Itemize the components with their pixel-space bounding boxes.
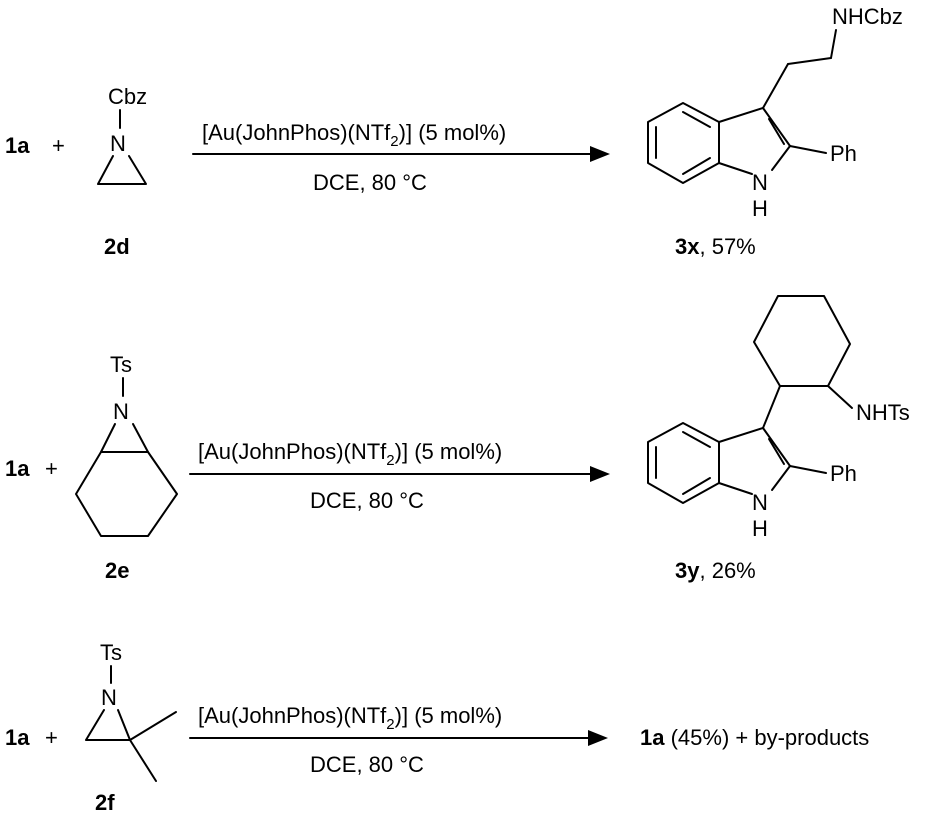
catalyst-text: [Au(JohnPhos)(NTf2)] (5 mol%)	[198, 439, 502, 469]
aziridine-n: N	[101, 685, 117, 710]
aziridine-2d: Cbz N	[97, 84, 147, 185]
reaction-3: 1a + Ts N 2f [Au(JohnPhos)(NTf2)] (5 mol…	[5, 640, 869, 815]
indole-h: H	[752, 516, 768, 541]
ring-bond	[762, 427, 791, 467]
double-bond	[768, 118, 785, 145]
aromatic-bond	[682, 431, 711, 448]
solvent-text: DCE, 80 °C	[310, 752, 424, 777]
ring-bond	[718, 482, 753, 495]
indole-n: N	[752, 490, 768, 515]
aziridine-bond	[132, 423, 149, 453]
arrow-head	[590, 146, 610, 162]
cyclohexane-ring	[75, 451, 178, 537]
indole-h: H	[752, 196, 768, 221]
label-2e: 2e	[105, 558, 129, 583]
aziridine-2f: Ts N	[85, 640, 177, 782]
arrow-head	[588, 730, 608, 746]
aromatic-bond	[682, 477, 711, 495]
aziridine-bond	[100, 423, 116, 453]
aziridine-n: N	[113, 399, 129, 424]
indole-product-3x: NHCbz Ph N H	[647, 4, 903, 221]
ring-bond	[771, 145, 791, 171]
solvent-text: DCE, 80 °C	[310, 488, 424, 513]
arrow-head	[590, 466, 610, 482]
aziridine-ring	[97, 155, 147, 185]
phenyl-bond	[789, 465, 827, 474]
ring-bond	[762, 107, 791, 147]
label-3y-yield: 3y, 26%	[675, 558, 756, 583]
chain-bond	[830, 29, 837, 59]
aromatic-bond	[682, 157, 711, 175]
recovered-outcome: 1a (45%) + by-products	[640, 725, 869, 750]
ts-substituent: Ts	[110, 352, 132, 377]
ring-bond	[718, 427, 764, 443]
label-2d: 2d	[104, 234, 130, 259]
ring-bond	[718, 107, 764, 123]
ring-bond	[718, 162, 753, 175]
benzene-ring	[647, 102, 720, 184]
label-2f: 2f	[95, 790, 115, 815]
aziridine-ring	[85, 709, 131, 741]
plus-sign: +	[45, 725, 58, 750]
nhts-bond	[827, 385, 853, 409]
label-3x-yield: 3x, 57%	[675, 234, 756, 259]
cyclohexane-ring	[753, 295, 851, 387]
aziridine-n: N	[110, 131, 126, 156]
ts-substituent: Ts	[100, 640, 122, 665]
solvent-text: DCE, 80 °C	[313, 170, 427, 195]
double-bond	[768, 438, 785, 465]
chain-bond	[787, 57, 832, 65]
aromatic-bond	[682, 111, 711, 128]
catalyst-text: [Au(JohnPhos)(NTf2)] (5 mol%)	[198, 703, 502, 733]
reactant-1a: 1a	[5, 725, 30, 750]
chain-bond	[762, 63, 789, 109]
reactant-1a: 1a	[5, 456, 30, 481]
phenyl-group: Ph	[830, 141, 857, 166]
nhts-group: NHTs	[856, 400, 910, 425]
reactant-1a: 1a	[5, 133, 30, 158]
reaction-2: 1a + Ts N 2e [Au(JohnPhos)(NTf2)] (5 mol…	[5, 295, 910, 583]
ring-bond	[771, 465, 791, 491]
nhcbz-group: NHCbz	[832, 4, 903, 29]
aziridine-2e: Ts N	[75, 352, 178, 537]
indole-product-3y: NHTs Ph N H	[647, 295, 910, 541]
benzene-ring	[647, 422, 720, 504]
methyl-bond	[129, 711, 177, 741]
plus-sign: +	[45, 456, 58, 481]
cyclohexyl-bond	[762, 385, 781, 429]
reaction-1: 1a + Cbz N 2d [Au(JohnPhos)(NTf2)] (5 mo…	[5, 4, 903, 259]
cbz-substituent: Cbz	[108, 84, 147, 109]
indole-n: N	[752, 170, 768, 195]
methyl-bond	[129, 739, 157, 782]
phenyl-bond	[789, 145, 827, 154]
catalyst-text: [Au(JohnPhos)(NTf2)] (5 mol%)	[202, 120, 506, 150]
phenyl-group: Ph	[830, 461, 857, 486]
plus-sign: +	[52, 133, 65, 158]
